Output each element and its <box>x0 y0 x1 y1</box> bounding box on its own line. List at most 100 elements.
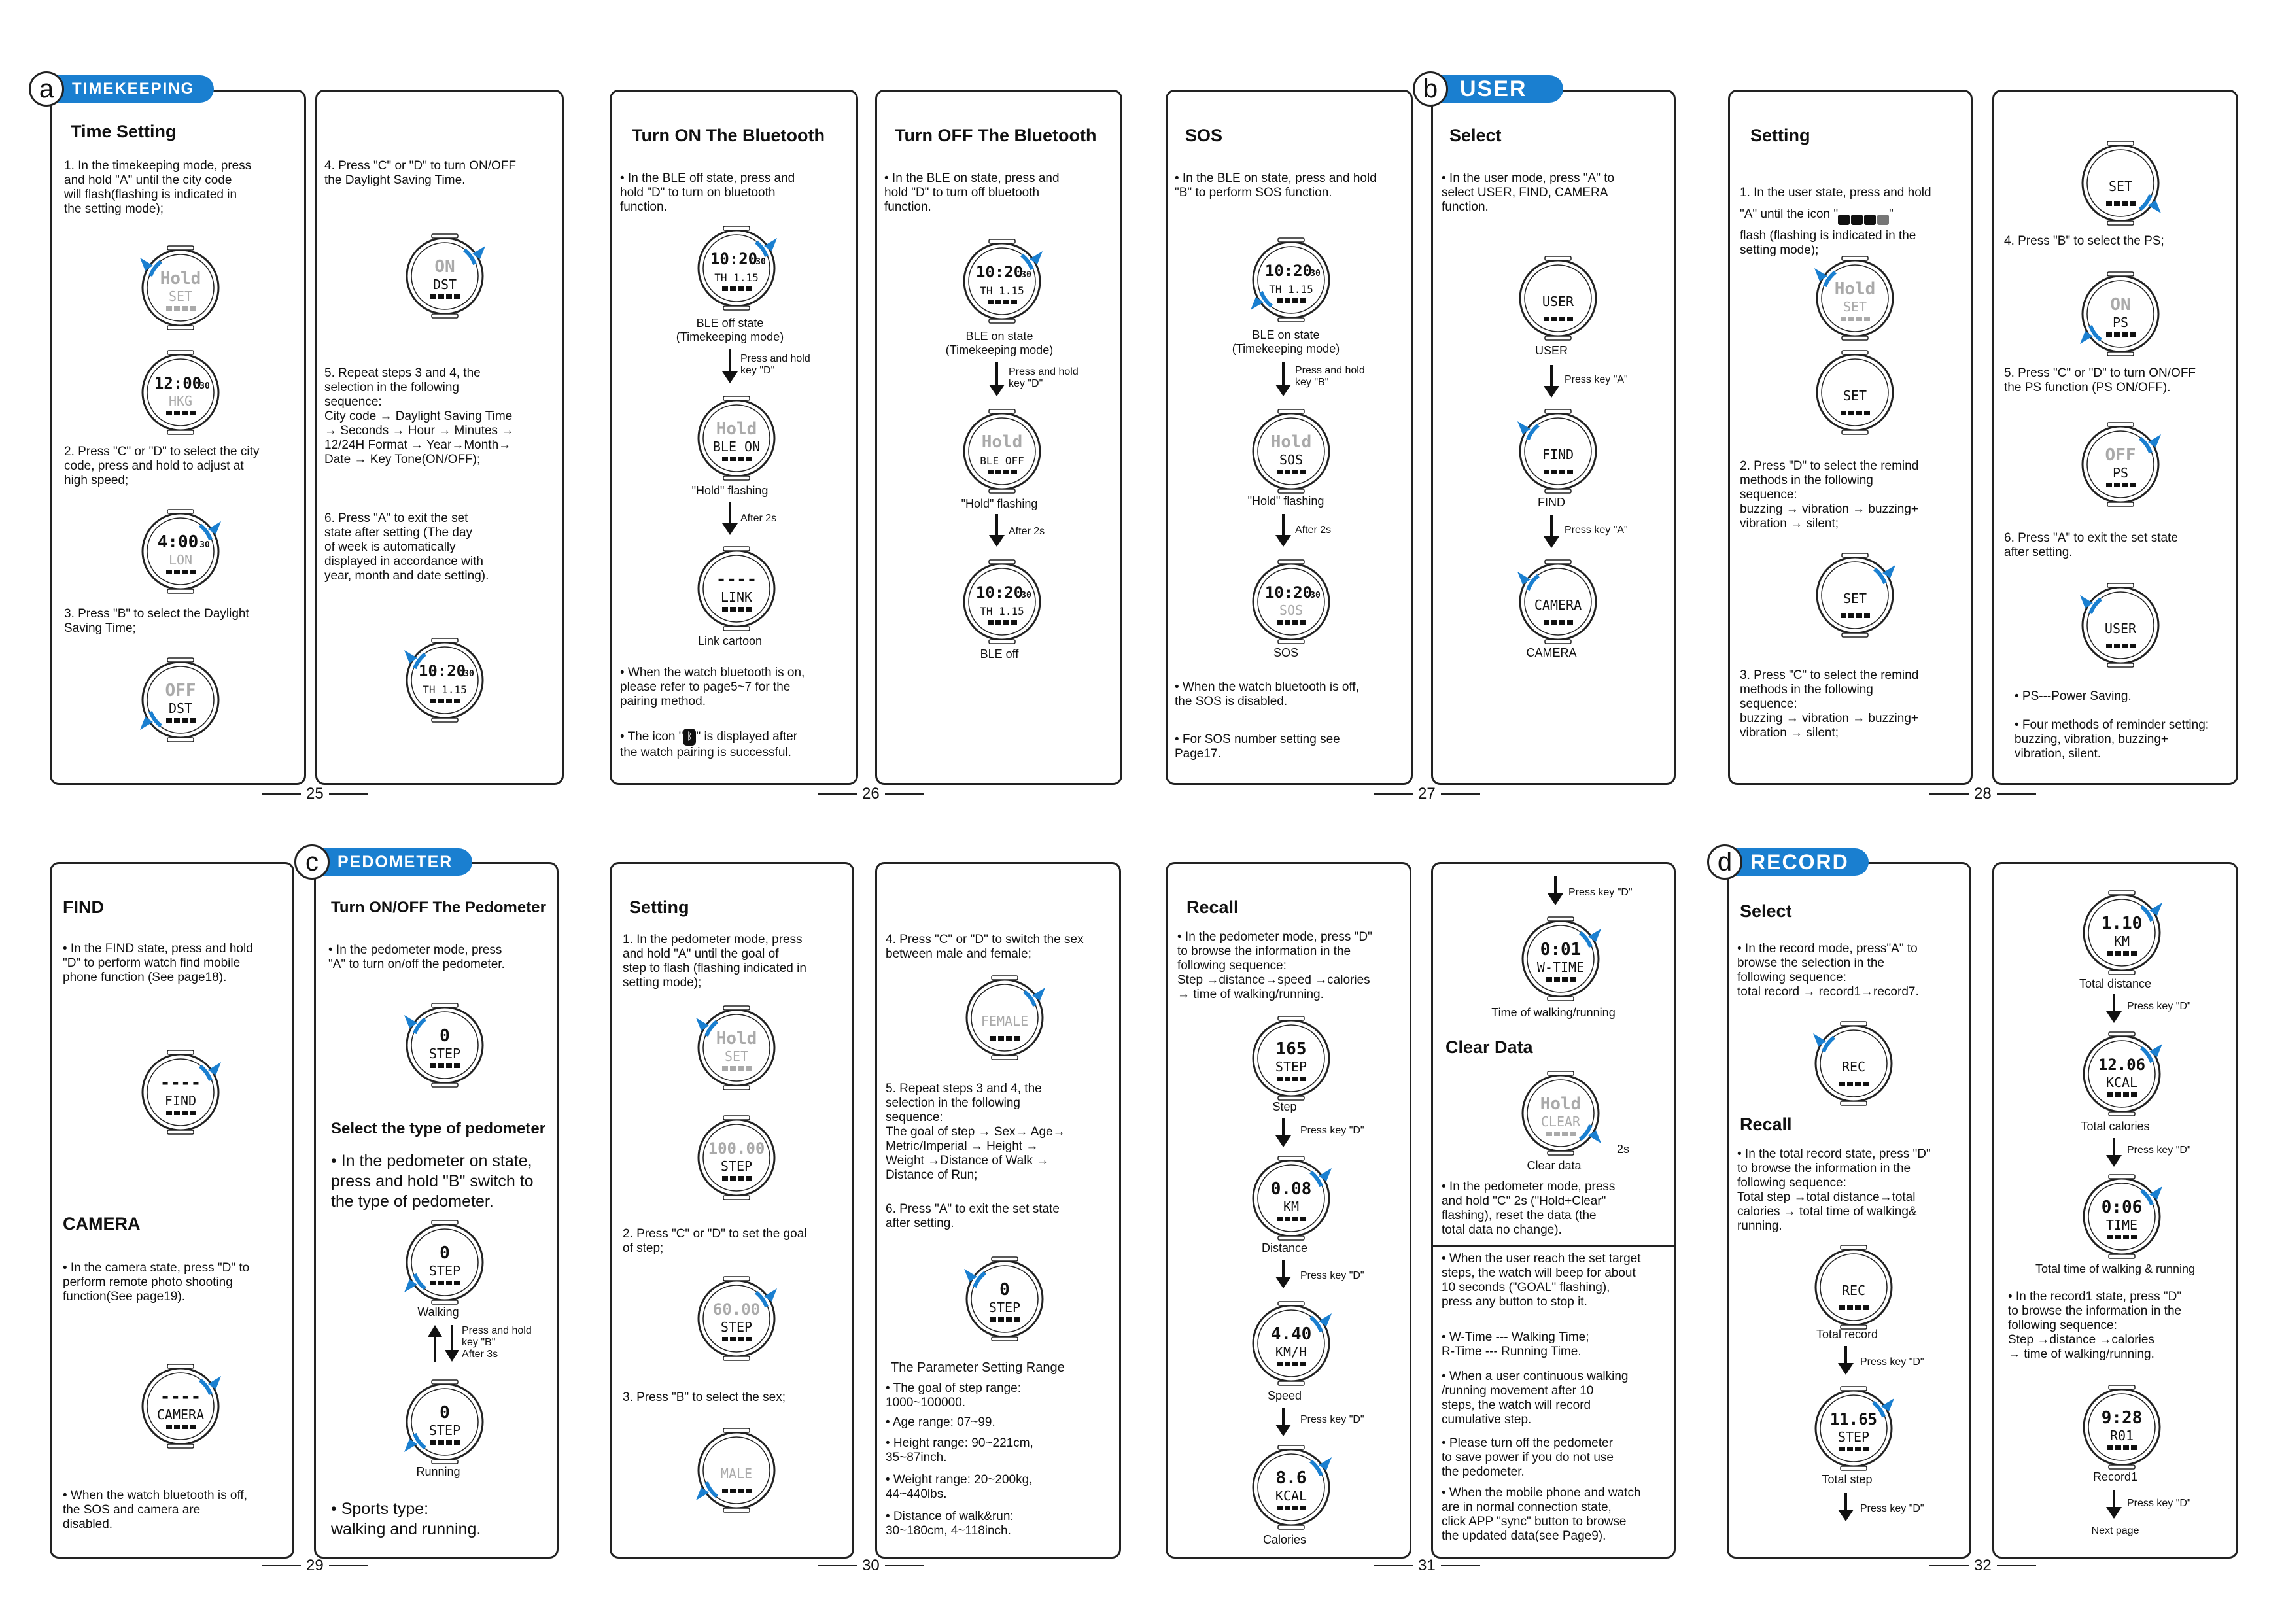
caption: USER <box>1534 344 1568 357</box>
svg-text:STEP: STEP <box>721 1319 752 1335</box>
step-text: 2. Press "D" to select the remind method… <box>1740 459 1919 530</box>
watch-display: MALE <box>684 1425 789 1519</box>
arrow-label: After 2s <box>740 513 777 524</box>
bullet-text: • The icon "ᛒ" is displayed after the wa… <box>620 729 849 760</box>
svg-text:TH 1.15: TH 1.15 <box>1269 283 1313 296</box>
arrow-up-down <box>423 1325 462 1362</box>
panel-p28a <box>1728 90 1973 785</box>
panel-divider <box>1431 1245 1676 1247</box>
panel-p32a <box>1727 862 1971 1559</box>
note-text: • Please turn off the pedometer to save … <box>1442 1436 1614 1479</box>
arrow-head <box>1275 1425 1291 1436</box>
page-number: 27 <box>1374 785 1480 803</box>
note-text: • When a user continuous walking /runnin… <box>1442 1370 1629 1426</box>
page-title: Setting <box>1750 126 1810 145</box>
arrow-shaft <box>2113 1138 2115 1156</box>
page-title: SOS <box>1185 126 1223 145</box>
step-text: 4. Press "C" or "D" to switch the sex be… <box>886 933 1084 961</box>
svg-text:STEP: STEP <box>429 1046 460 1062</box>
mail-icon <box>1864 215 1877 225</box>
svg-text:Hold: Hold <box>160 269 201 288</box>
arrow-label: Press key "A" <box>1565 374 1628 385</box>
page-title: Turn OFF The Bluetooth <box>895 126 1097 145</box>
caption: Total record <box>1816 1328 1878 1341</box>
watch-display: SET <box>1803 347 1907 441</box>
watch-display: USER <box>1506 252 1610 347</box>
bullet-text: • When the watch bluetooth is off, the S… <box>1175 680 1359 708</box>
step-text: 3. Press "C" to select the remind method… <box>1740 668 1919 740</box>
caption: SOS <box>1273 646 1298 659</box>
tab-record: d RECORD <box>1707 842 1869 882</box>
svg-text:0: 0 <box>440 1026 450 1046</box>
section-title: Select the type of pedometer <box>331 1120 546 1137</box>
arrow-head <box>989 385 1005 396</box>
bullet-text: • Distance of walk&run: 30~180cm, 4~118i… <box>886 1510 1014 1538</box>
watch-face-svg: 0:01W-TIME <box>1521 916 1601 1001</box>
svg-text:CAMERA: CAMERA <box>1534 597 1582 613</box>
watch-display: ----LINK <box>684 543 789 638</box>
watch-display: ----CAMERA <box>128 1360 233 1455</box>
svg-text:DST: DST <box>169 700 192 716</box>
tab-timekeeping: a TIMEKEEPING <box>29 69 215 109</box>
svg-text:STEP: STEP <box>1838 1429 1869 1445</box>
arrow-label: Press key "A" <box>1565 525 1628 536</box>
arrow-label: 2s <box>1617 1143 1630 1156</box>
caption: BLE on state (Timekeeping mode) <box>1232 328 1340 355</box>
arrow-label: Press key "D" <box>2127 1001 2191 1012</box>
arrow-label: Press key "D" <box>1300 1270 1364 1281</box>
svg-text:STEP: STEP <box>1275 1059 1307 1075</box>
svg-text:SET: SET <box>725 1048 748 1064</box>
tab-letter: b <box>1413 71 1448 107</box>
svg-text:TH 1.15: TH 1.15 <box>980 285 1024 297</box>
arrow-shaft <box>729 502 731 525</box>
step-text: 4. Press "B" to select the PS; <box>2004 234 2164 248</box>
tab-user: b USER <box>1413 69 1564 109</box>
arrow-label: Press and hold key "D" <box>1009 366 1079 389</box>
svg-text:TH 1.15: TH 1.15 <box>980 605 1024 617</box>
caption: Record1 <box>2092 1470 2138 1483</box>
step-text: 1. In the pedometer mode, press and hold… <box>623 933 806 990</box>
caption: Time of walking/running <box>1491 1006 1616 1019</box>
watch-face-svg: ----FIND <box>141 1050 221 1135</box>
svg-text:FEMALE: FEMALE <box>981 1013 1028 1029</box>
svg-text:0: 0 <box>999 1280 1010 1300</box>
watch-display: FEMALE <box>952 972 1057 1067</box>
caption: BLE on state (Timekeeping mode) <box>945 330 1054 356</box>
arrow-head <box>1275 1277 1291 1288</box>
svg-text:10:20: 10:20 <box>976 263 1023 281</box>
arrow-shaft <box>729 349 731 373</box>
bullet-text: • In the BLE on state, press and hold "D… <box>884 171 1060 214</box>
watch-display: FIND <box>1506 406 1610 500</box>
svg-text:0:06: 0:06 <box>2102 1198 2143 1217</box>
watch-face-svg: ----LINK <box>697 546 776 631</box>
reminder-icons <box>1838 200 1890 229</box>
message-icon <box>1851 215 1863 225</box>
bullet-text: • In the record mode, press"A" to browse… <box>1737 942 1919 999</box>
watch-face-svg: SET <box>1816 350 1894 435</box>
svg-text:KCAL: KCAL <box>1275 1488 1307 1504</box>
bullet-text: • Sports type: walking and running. <box>331 1500 481 1538</box>
svg-text:----: ---- <box>716 570 757 589</box>
svg-text:----: ---- <box>160 1073 201 1093</box>
step-text: 3. Press "B" to select the Daylight Savi… <box>64 607 249 635</box>
note-text: • When the mobile phone and watch are in… <box>1442 1486 1641 1543</box>
